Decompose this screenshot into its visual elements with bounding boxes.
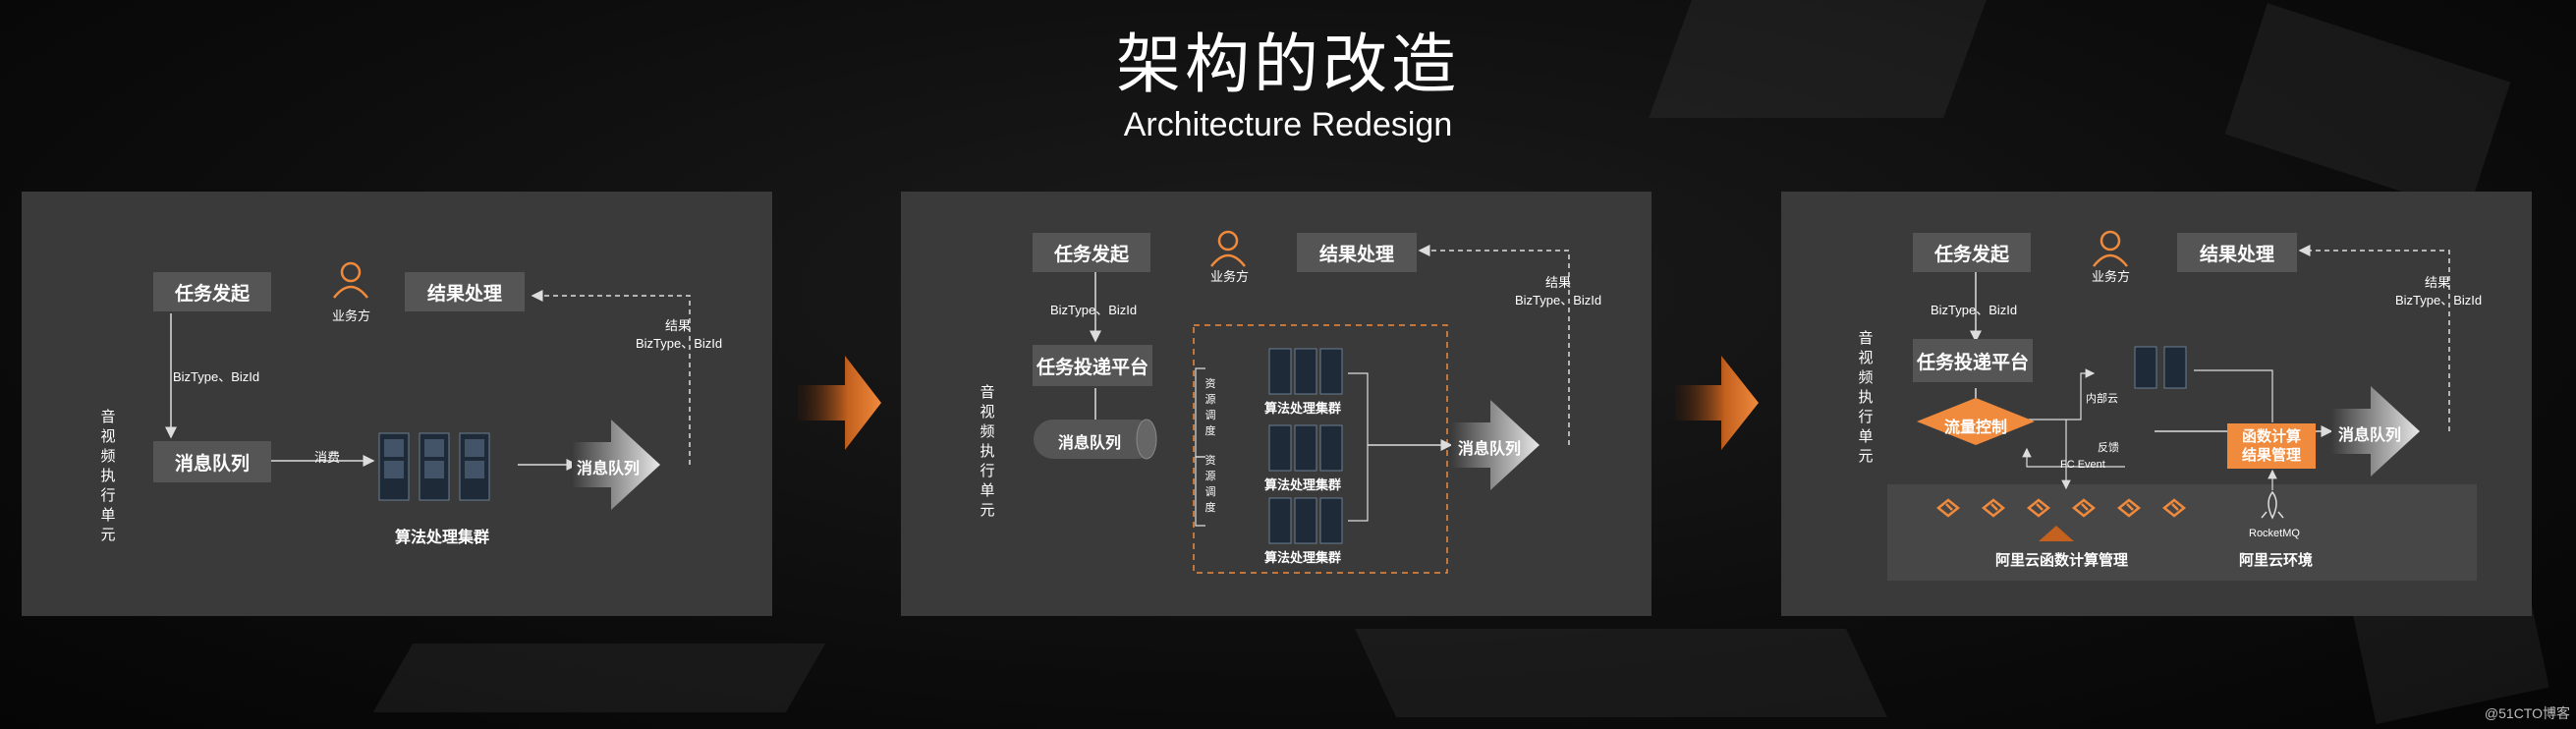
av-execution-unit-label: 音视频执行单元 <box>1858 330 1874 465</box>
result-params-label: BizType、BizId <box>2395 293 2483 308</box>
task-launch-box: 任务发起 <box>153 272 271 311</box>
internal-cloud-label: 内部云 <box>2086 393 2118 405</box>
rocket-icon <box>2261 490 2284 520</box>
panel1-connectors <box>165 261 691 510</box>
av-execution-unit-label: 音视频执行单元 <box>100 409 116 543</box>
fc-line-2: 结果管理 <box>2241 447 2301 464</box>
result-params-label: BizType、BizId <box>1515 293 1602 308</box>
message-queue-label: 消息队列 <box>1058 435 1122 452</box>
flow-control-diamond <box>1917 398 2035 445</box>
transition-arrow-2 <box>1675 356 1759 450</box>
panel2-queue-arrow <box>1451 400 1540 490</box>
algorithm-cluster-label: 算法处理集群 <box>1264 550 1342 565</box>
business-side-label: 业务方 <box>1210 269 1250 284</box>
server-rack-icon <box>2134 346 2187 389</box>
consume-label: 消费 <box>314 450 341 465</box>
watermark: @51CTO博客 <box>2484 705 2570 721</box>
message-queue-cylinder <box>1034 419 1157 460</box>
result-label: 结果 <box>2425 275 2451 290</box>
platform-chevron-icon <box>2039 526 2074 541</box>
rocketmq-label: RocketMQ <box>2249 528 2300 539</box>
panel-original-architecture: 任务发起 业务方 结果处理 BizType、BizId 结果 BizType、B… <box>22 192 772 616</box>
resource-sched-label: 资源调度 <box>1204 378 1216 437</box>
av-execution-unit-label: 音视频执行单元 <box>980 384 995 519</box>
function-compute-icons <box>1935 498 2187 518</box>
message-queue-out-label: 消息队列 <box>577 461 641 477</box>
message-queue-out-label: 消息队列 <box>1458 441 1522 458</box>
fc-line-1: 函数计算 <box>2241 428 2301 445</box>
result-process-box: 结果处理 <box>405 272 525 311</box>
business-side-label: 业务方 <box>2092 269 2131 284</box>
biz-params-label: BizType、BizId <box>1050 303 1138 317</box>
transition-arrow-1 <box>798 356 881 450</box>
fc-event-label: FC Event <box>2060 459 2105 471</box>
person-icon <box>1210 230 1246 267</box>
panel-serverless-architecture: 任务发起 业务方 结果处理 BizType、BizId 结果 BizType、B… <box>1781 192 2532 616</box>
algorithm-cluster-label: 算法处理集群 <box>1264 401 1342 416</box>
feedback-label: 反馈 <box>2098 442 2119 454</box>
task-launch-box: 任务发起 <box>1033 233 1150 272</box>
result-params-label: BizType、BizId <box>636 336 723 351</box>
algorithm-cluster-label: 算法处理集群 <box>395 530 490 546</box>
panel3-queue-arrow <box>2331 386 2420 477</box>
business-side-label: 业务方 <box>332 308 371 323</box>
result-label: 结果 <box>665 318 692 333</box>
person-icon <box>333 261 368 299</box>
result-process-box: 结果处理 <box>2177 233 2297 272</box>
person-icon <box>2093 230 2128 267</box>
biz-params-label: BizType、BizId <box>173 369 260 384</box>
panel3-connectors <box>1887 230 2477 581</box>
panel2-connectors <box>1034 230 1570 574</box>
message-queue-box: 消息队列 <box>153 441 271 482</box>
task-launch-box: 任务发起 <box>1913 233 2031 272</box>
slide-subtitle: Architecture Redesign <box>1123 106 1453 143</box>
message-queue-out-label: 消息队列 <box>2338 427 2402 444</box>
fc-management-label: 阿里云函数计算管理 <box>1995 552 2129 569</box>
result-label: 结果 <box>1545 275 1572 290</box>
task-delivery-platform-box: 任务投递平台 <box>1913 339 2033 382</box>
slide-title: 架构的改造 <box>1116 27 1460 102</box>
algorithm-cluster-label: 算法处理集群 <box>1264 477 1342 492</box>
server-rack-icon <box>378 432 490 501</box>
result-process-box: 结果处理 <box>1297 233 1417 272</box>
panel1-queue-arrow <box>572 420 660 510</box>
resource-sched-label: 资源调度 <box>1204 455 1216 514</box>
biz-params-label: BizType、BizId <box>1931 303 2018 317</box>
aliyun-env-label: 阿里云环境 <box>2239 552 2314 569</box>
flow-control-label: 流量控制 <box>1944 420 2008 436</box>
panel-platform-architecture: 任务发起 业务方 结果处理 BizType、BizId 结果 BizType、B… <box>901 192 1652 616</box>
fc-result-management-box: 函数计算 结果管理 <box>2227 423 2316 469</box>
server-rack-icon <box>1268 348 1343 544</box>
task-delivery-platform-box: 任务投递平台 <box>1033 345 1152 386</box>
